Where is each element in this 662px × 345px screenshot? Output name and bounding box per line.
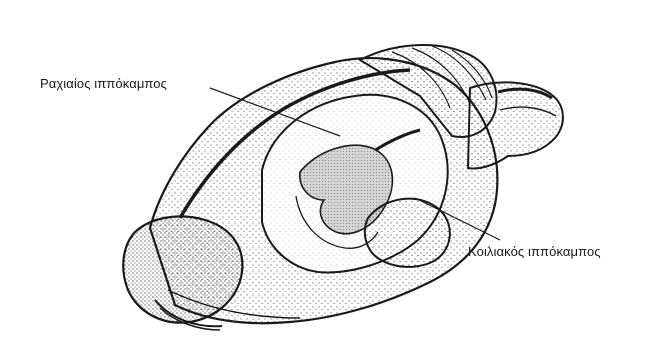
label-ventral-hippocampus: Κοιλιακός ιππόκαμπος: [468, 244, 601, 259]
label-dorsal-hippocampus: Ραχιαίος ιππόκαμπος: [40, 76, 167, 91]
